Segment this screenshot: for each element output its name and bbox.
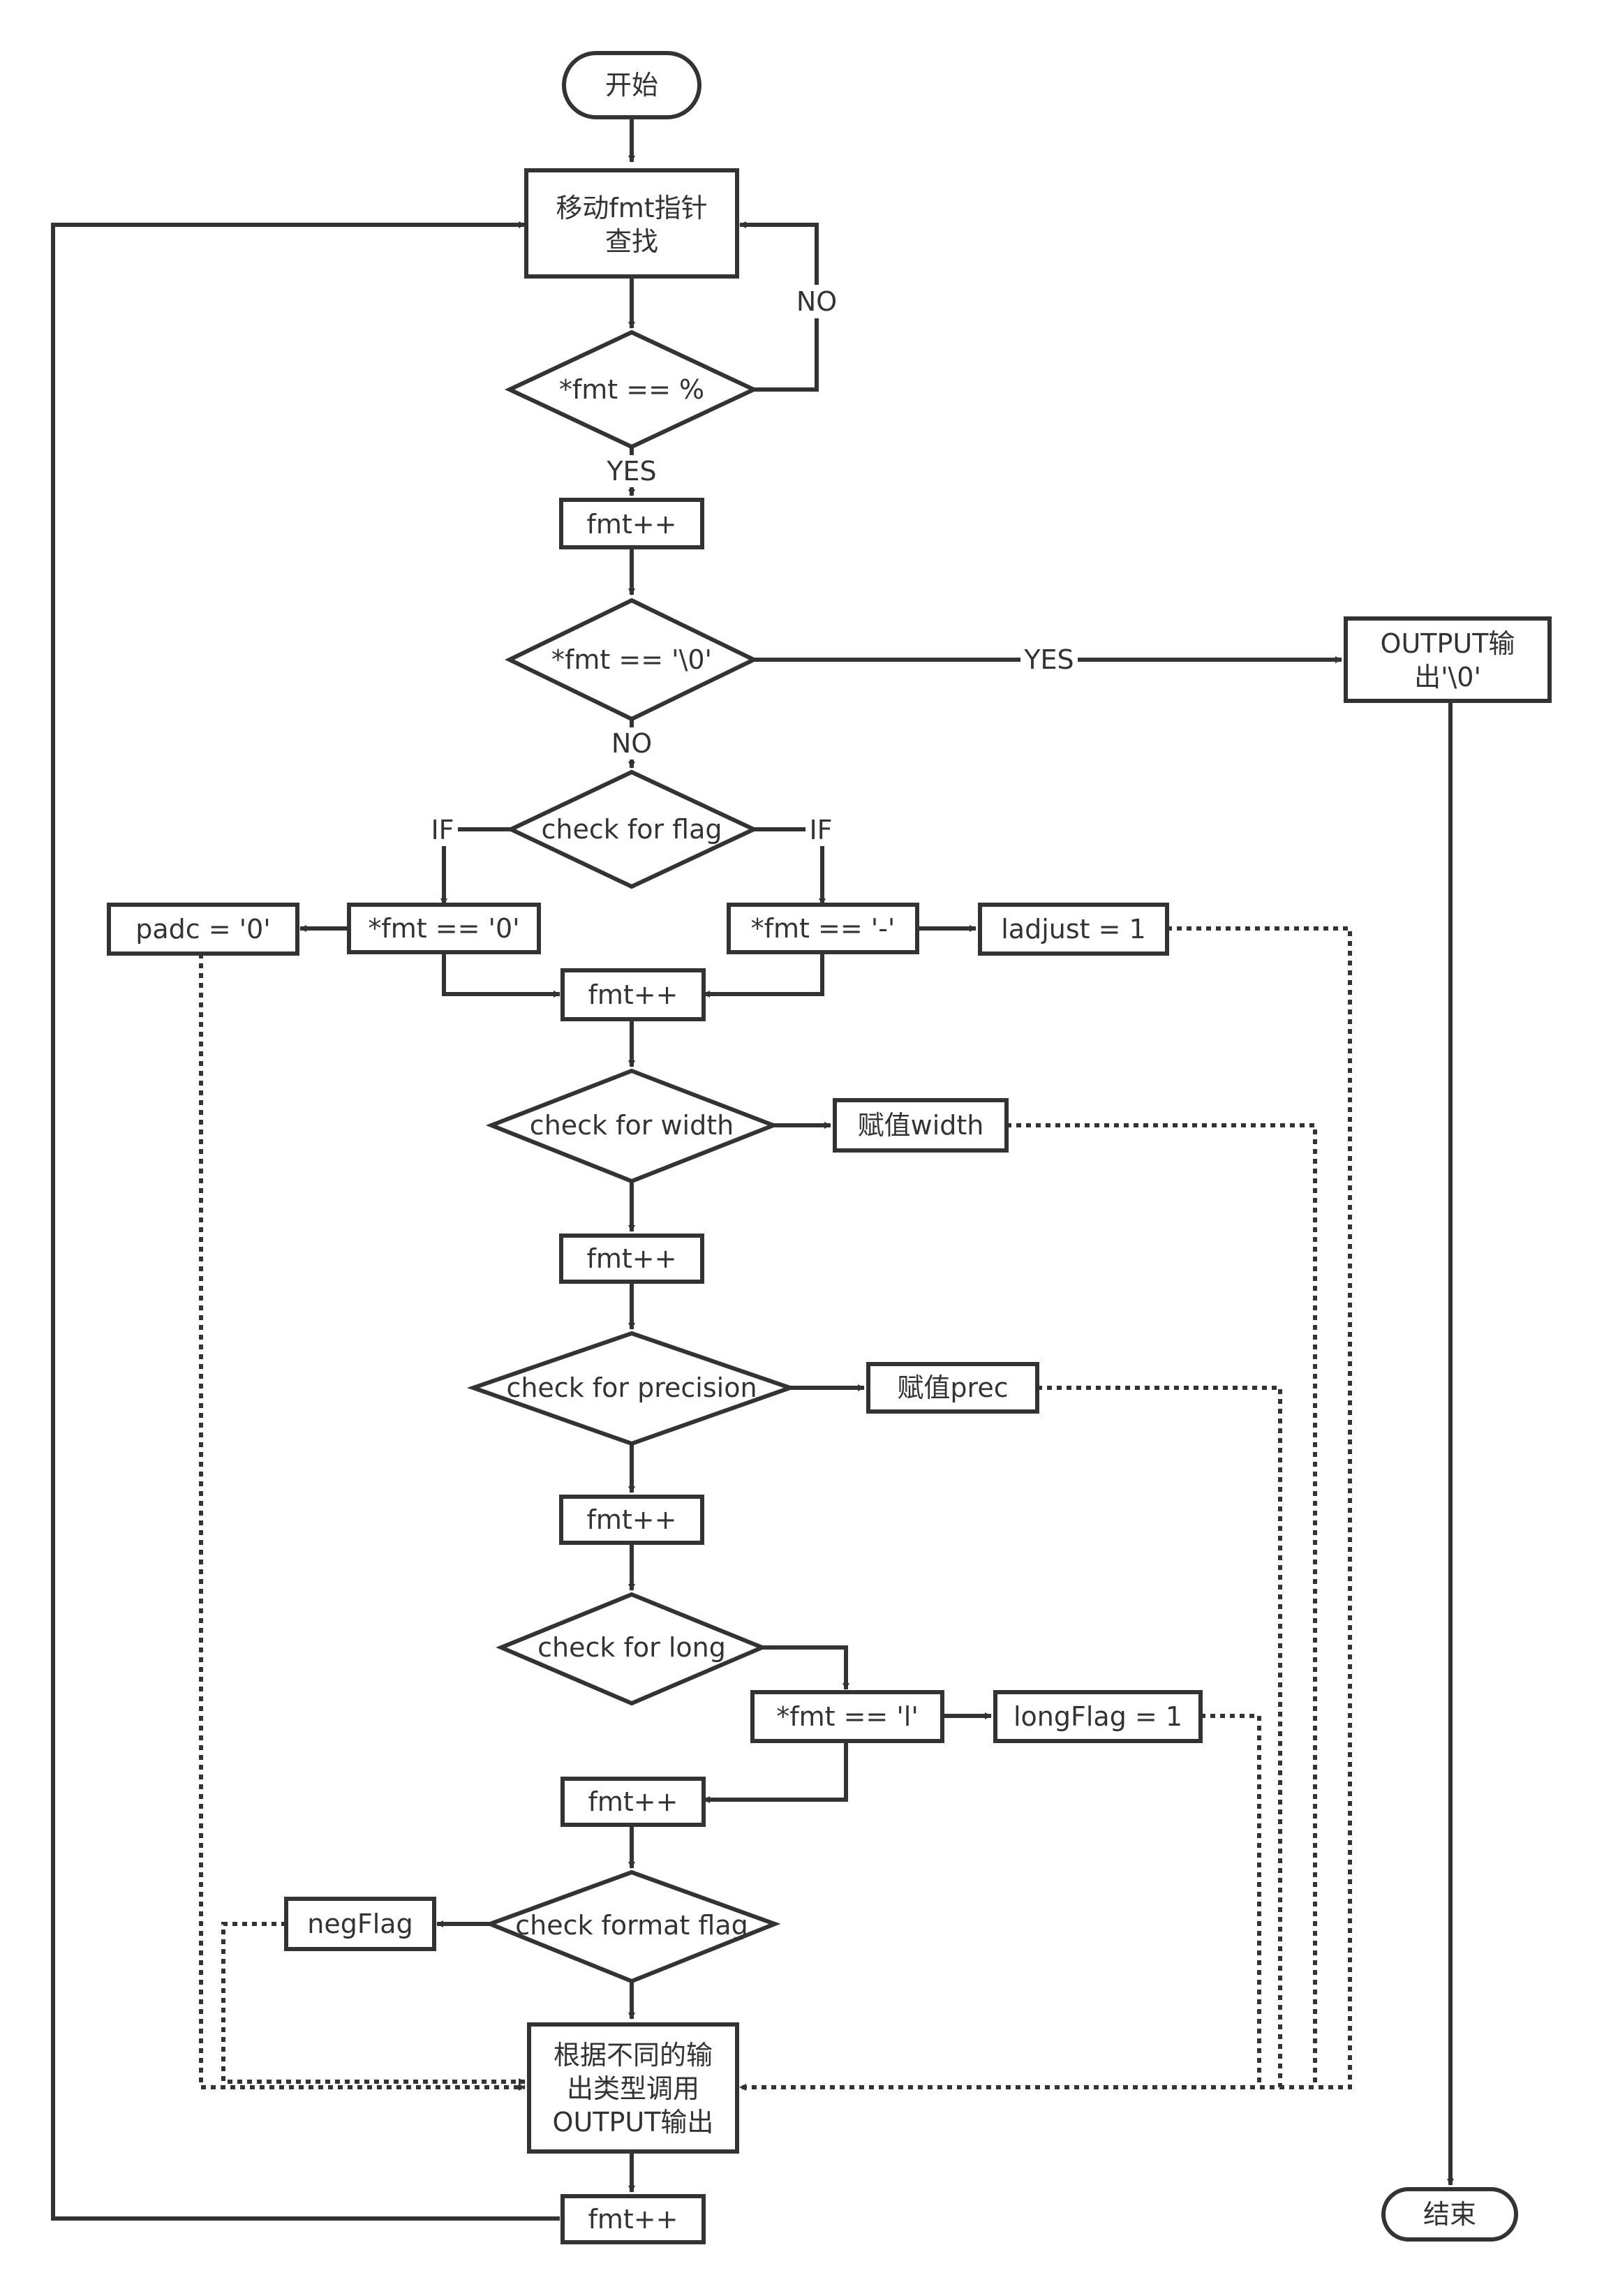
check-precision-label: check for precision bbox=[506, 1372, 757, 1403]
assign-width-label: 赋值width bbox=[858, 1110, 984, 1141]
edge-labels: NO YES YES NO IF IF bbox=[431, 286, 1074, 845]
is-minus-label: *fmt == '-' bbox=[751, 913, 896, 944]
dotted-edges bbox=[199, 926, 1352, 2091]
check-width-label: check for width bbox=[530, 1110, 734, 1141]
label-if-right: IF bbox=[809, 815, 832, 845]
check-format-label: check format flag bbox=[515, 1910, 748, 1941]
end-label: 结束 bbox=[1423, 2199, 1476, 2230]
edge-zero-inc2 bbox=[442, 952, 560, 998]
fmt-inc-4-node bbox=[559, 1495, 704, 1545]
is-minus-node bbox=[727, 903, 919, 954]
check-long-label: check for long bbox=[537, 1632, 726, 1663]
edge-ladjust-dispatch bbox=[739, 926, 1352, 2091]
fmt-inc-1-node bbox=[559, 498, 704, 549]
edge-padc-dispatch bbox=[199, 954, 526, 2091]
fmt-inc-6-node bbox=[560, 2194, 706, 2244]
assign-prec-label: 赋值prec bbox=[897, 1372, 1008, 1403]
negflag-label: negFlag bbox=[307, 1909, 413, 1939]
assign-prec-node bbox=[866, 1362, 1039, 1414]
padc-node bbox=[107, 903, 299, 956]
is-zero-label: *fmt == '0' bbox=[368, 913, 519, 944]
move-fmt-label-2: 查找 bbox=[605, 226, 658, 257]
check-width-node bbox=[485, 1068, 780, 1184]
edges bbox=[51, 119, 1454, 2221]
check-format-node bbox=[484, 1869, 781, 1984]
check-precision-node bbox=[466, 1331, 797, 1446]
check-flag-node bbox=[505, 769, 759, 889]
is-null-label: *fmt == '\0' bbox=[551, 644, 712, 675]
end-node bbox=[1381, 2187, 1518, 2242]
fmt-inc-6-label: fmt++ bbox=[588, 2204, 678, 2235]
is-zero-node bbox=[347, 903, 541, 954]
label-no-1: NO bbox=[796, 286, 837, 317]
label-no-2: NO bbox=[611, 728, 652, 759]
dispatch-node bbox=[527, 2022, 739, 2154]
ladjust-node bbox=[978, 903, 1169, 956]
label-if-left: IF bbox=[431, 815, 454, 845]
check-long-node bbox=[496, 1592, 768, 1706]
move-fmt-node bbox=[524, 168, 739, 279]
dispatch-label-2: 出类型调用 bbox=[567, 2073, 699, 2104]
longflag-node bbox=[993, 1690, 1203, 1743]
label-yes-1: YES bbox=[606, 456, 656, 487]
fmt-inc-1-label: fmt++ bbox=[587, 509, 677, 540]
edge-long-l bbox=[762, 1645, 849, 1690]
output-null-label-1: OUTPUT输 bbox=[1381, 628, 1515, 659]
edge-label-backgrounds bbox=[427, 285, 1078, 846]
fmt-inc-2-node bbox=[560, 968, 706, 1021]
is-null-node bbox=[505, 598, 759, 722]
start-node bbox=[562, 51, 701, 119]
negflag-node bbox=[284, 1897, 436, 1951]
edge-negflag-dispatch bbox=[221, 1922, 526, 2085]
dispatch-label-3: OUTPUT输出 bbox=[553, 2107, 714, 2138]
output-null-label-2: 出'\0' bbox=[1414, 662, 1481, 692]
assign-width-node bbox=[833, 1098, 1009, 1153]
nodes bbox=[107, 51, 1552, 2244]
fmt-inc-5-node bbox=[560, 1777, 706, 1827]
edge-l-inc5 bbox=[703, 1741, 848, 1803]
is-percent-node bbox=[504, 329, 759, 450]
output-null-node bbox=[1344, 616, 1552, 703]
label-yes-2: YES bbox=[1023, 644, 1074, 675]
start-label: 开始 bbox=[605, 70, 658, 101]
edge-width-dispatch bbox=[1007, 1123, 1317, 2087]
is-percent-label: *fmt == % bbox=[559, 374, 704, 405]
is-l-label: *fmt == 'l' bbox=[776, 1701, 919, 1732]
check-flag-label: check for flag bbox=[541, 814, 722, 845]
is-l-node bbox=[750, 1690, 944, 1743]
edge-minus-inc2 bbox=[703, 952, 824, 998]
node-labels: 开始 移动fmt指针 查找 *fmt == % fmt++ *fmt == '\… bbox=[135, 70, 1515, 2235]
padc-label: padc = '0' bbox=[135, 914, 271, 945]
longflag-label: longFlag = 1 bbox=[1013, 1701, 1182, 1732]
dispatch-label-1: 根据不同的输 bbox=[554, 2040, 713, 2071]
fmt-inc-2-label: fmt++ bbox=[588, 979, 678, 1010]
fmt-inc-3-label: fmt++ bbox=[587, 1243, 677, 1274]
ladjust-label: ladjust = 1 bbox=[1001, 914, 1145, 945]
edge-prec-dispatch bbox=[1037, 1386, 1282, 2087]
edge-inc6-loop bbox=[51, 221, 560, 2221]
move-fmt-label-1: 移动fmt指针 bbox=[556, 193, 707, 223]
edge-longflag-dispatch bbox=[1201, 1714, 1261, 2087]
fmt-inc-5-label: fmt++ bbox=[588, 1786, 678, 1817]
fmt-inc-3-node bbox=[559, 1234, 704, 1284]
fmt-inc-4-label: fmt++ bbox=[587, 1504, 677, 1535]
